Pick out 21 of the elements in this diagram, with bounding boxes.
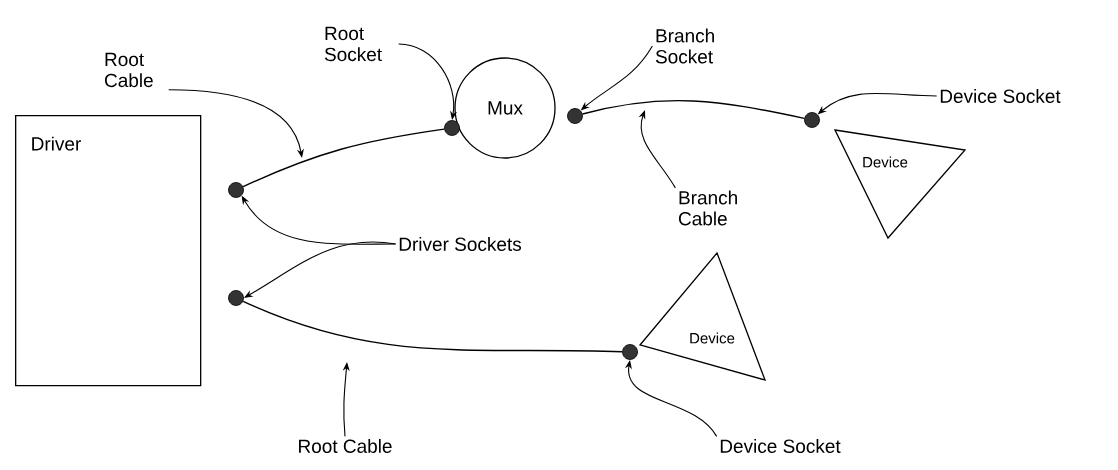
driver-box: Driver (15, 115, 202, 387)
callout-text: Branch Cable (678, 190, 737, 226)
socket-dot (228, 182, 244, 198)
callout-text: Root Cable (299, 439, 392, 453)
leader-arrow (342, 362, 350, 437)
socket-dot (228, 290, 244, 306)
cable-line (242, 300, 623, 353)
leader-arrow (638, 110, 676, 189)
socket-dot (444, 120, 460, 136)
cable-line (242, 128, 445, 188)
socket-dot (567, 108, 583, 124)
callout-text: Device Socket (940, 89, 1061, 103)
cable-line (581, 99, 805, 120)
socket-dot (804, 112, 820, 128)
callout-text: Branch Socket (655, 28, 714, 64)
callout-text: Root Socket (324, 26, 382, 62)
callout-text: Driver Sockets (399, 237, 522, 251)
callout-text: Device Socket (720, 439, 841, 453)
callout-text: Root Cable (104, 52, 153, 88)
leader-arrow (168, 89, 304, 158)
socket-dot (622, 344, 638, 360)
